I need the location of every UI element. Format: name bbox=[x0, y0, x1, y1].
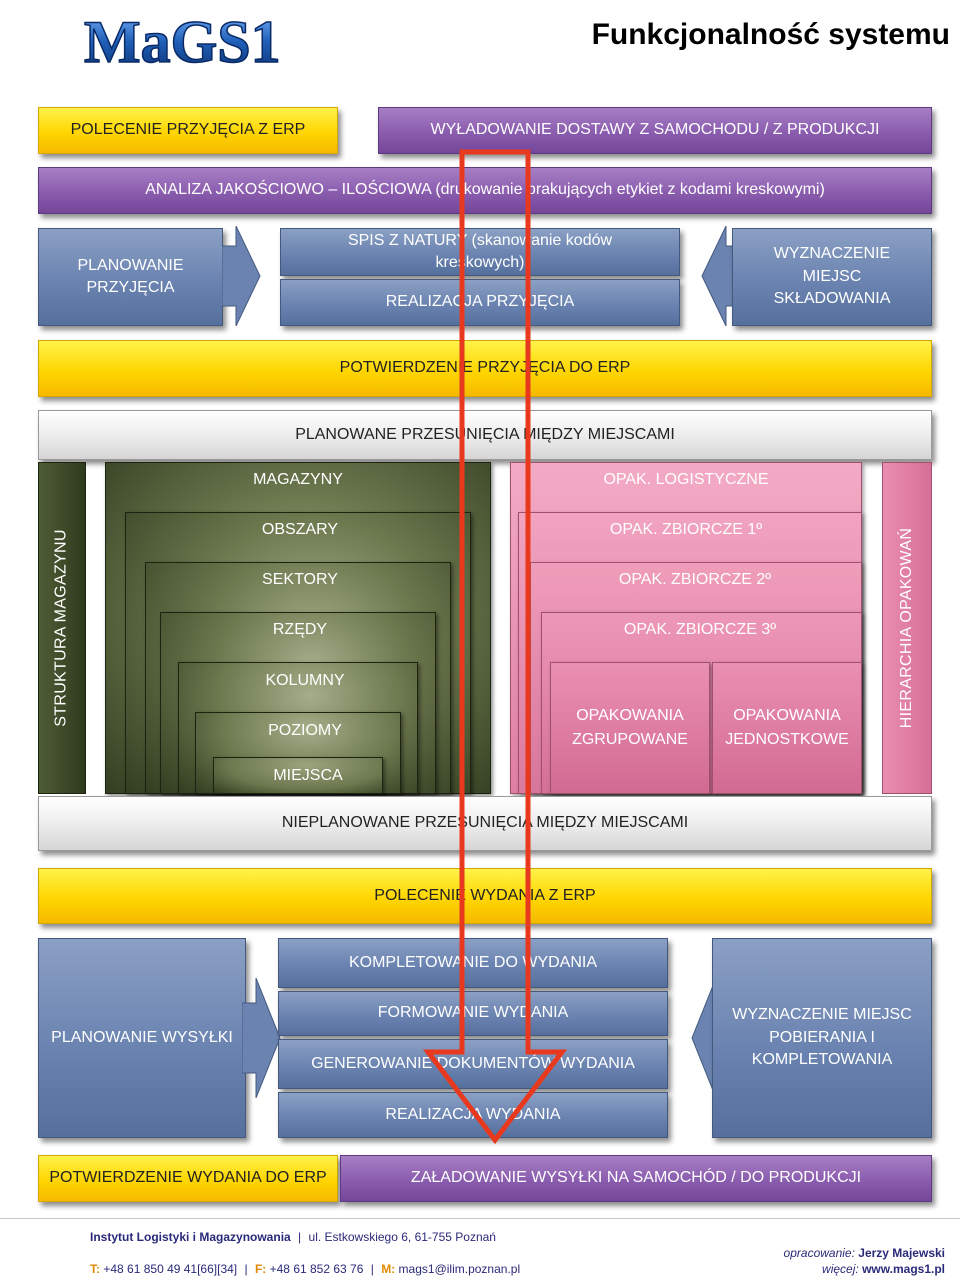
issue-order-box: POLECENIE WYDANIA Z ERP bbox=[38, 868, 932, 924]
footer-institute: Instytut Logistyki i Magazynowania bbox=[90, 1230, 291, 1244]
packaging-hierarchy-side: HIERARCHIA OPAKOWAŃ bbox=[882, 462, 932, 794]
picking-box: KOMPLETOWANIE DO WYDANIA bbox=[278, 938, 668, 988]
author-name: Jerzy Majewski bbox=[858, 1246, 945, 1260]
mail-link[interactable]: mags1@ilim.poznan.pl bbox=[398, 1262, 521, 1276]
receipt-planning-label: PLANOWANIE PRZYJĘCIA bbox=[77, 256, 184, 296]
receipt-planning-box: PLANOWANIE PRZYJĘCIA bbox=[38, 228, 223, 326]
loading-box: ZAŁADOWANIE WYSYŁKI NA SAMOCHÓD / DO PRO… bbox=[340, 1155, 932, 1202]
unplanned-moves-box: NIEPLANOWANE PRZESUNIĘCIA MIĘDZY MIEJSCA… bbox=[38, 796, 932, 851]
footer-address: ul. Estkowskiego 6, 61-755 Poznań bbox=[308, 1230, 496, 1244]
label-sektory: SEKTORY bbox=[262, 571, 338, 588]
level-miejsca bbox=[213, 757, 383, 794]
picking-location-label: WYZNACZENIE MIEJSC POBIERANIA I KOMPLETO… bbox=[732, 1006, 912, 1069]
issue-confirmation-box: POTWIERDZENIE WYDANIA DO ERP bbox=[38, 1155, 338, 1202]
logo-graphic: MaGS1 bbox=[83, 8, 281, 76]
label-opak-grouped: OPAKOWANIA ZGRUPOWANE bbox=[572, 707, 688, 748]
issue-forming-box: FORMOWANIE WYDANIA bbox=[278, 991, 668, 1036]
pack-unit-box bbox=[712, 662, 862, 794]
warehouse-structure-label: STRUKTURA MAGAZYNU bbox=[53, 529, 71, 727]
label-magazyny: MAGAZYNY bbox=[253, 471, 343, 488]
footer-website: więcej: www.mags1.pl bbox=[640, 1262, 945, 1280]
receipt-confirmation-box: POTWIERDZENIE PRZYJĘCIA DO ERP bbox=[38, 340, 932, 397]
phone-label: T: bbox=[90, 1262, 100, 1276]
shipping-planning-box: PLANOWANIE WYSYŁKI bbox=[38, 938, 246, 1138]
label-opak-zbiorcze-2: OPAK. ZBIORCZE 2º bbox=[618, 571, 772, 588]
planned-moves-box: PLANOWANE PRZESUNIĘCIA MIĘDZY MIEJSCAMI bbox=[38, 410, 932, 460]
more-label: więcej: bbox=[822, 1262, 859, 1276]
page-title: Funkcjonalność systemu bbox=[591, 18, 950, 51]
physical-count-label: SPIS Z NATURY (skanowanie kodów kreskowy… bbox=[347, 231, 613, 271]
unloading-box: WYŁADOWANIE DOSTAWY Z SAMOCHODU / Z PROD… bbox=[378, 107, 932, 154]
label-opak-unit: OPAKOWANIA JEDNOSTKOWE bbox=[725, 707, 849, 748]
footer-divider bbox=[0, 1218, 960, 1219]
packaging-hierarchy-label: HIERARCHIA OPAKOWAŃ bbox=[898, 527, 915, 729]
process-flow-arrow bbox=[422, 149, 568, 1145]
footer-line-2: T: +48 61 850 49 41[66][34] | F: +48 61 … bbox=[90, 1262, 650, 1280]
phone-value: +48 61 850 49 41[66][34] bbox=[103, 1262, 238, 1276]
footer-line-1: Instytut Logistyki i Magazynowania | ul.… bbox=[90, 1230, 590, 1248]
label-opak-zbiorcze-3: OPAK. ZBIORCZE 3º bbox=[623, 621, 777, 638]
footer-separator: | bbox=[298, 1230, 302, 1244]
storage-location-label: WYZNACZENIE MIEJSC SKŁADOWANIA bbox=[773, 245, 891, 308]
footer-separator-3: | bbox=[370, 1262, 374, 1276]
warehouse-structure-side: STRUKTURA MAGAZYNU bbox=[38, 462, 86, 794]
picking-location-box: WYZNACZENIE MIEJSC POBIERANIA I KOMPLETO… bbox=[712, 938, 932, 1138]
logo: MaGS1 bbox=[78, 6, 328, 76]
fax-value: +48 61 852 63 76 bbox=[269, 1262, 364, 1276]
quality-analysis-box: ANALIZA JAKOŚCIOWO – ILOŚCIOWA (drukowan… bbox=[38, 167, 932, 214]
logo-text: MaGS1 bbox=[84, 9, 281, 74]
label-rzedy: RZĘDY bbox=[272, 621, 328, 638]
right-arrow-shape bbox=[222, 226, 261, 326]
label-opak-logistyczne: OPAK. LOGISTYCZNE bbox=[603, 471, 769, 488]
receipt-order-box: POLECENIE PRZYJĘCIA Z ERP bbox=[38, 107, 338, 154]
physical-count-box: SPIS Z NATURY (skanowanie kodów kreskowy… bbox=[280, 228, 680, 276]
footer-author: opracowanie: Jerzy Majewski bbox=[640, 1246, 945, 1264]
storage-location-box: WYZNACZENIE MIEJSC SKŁADOWANIA bbox=[732, 228, 932, 326]
label-kolumny: KOLUMNY bbox=[265, 672, 345, 689]
footer-separator-2: | bbox=[244, 1262, 248, 1276]
right-arrow-shape-2 bbox=[242, 978, 281, 1098]
label-miejsca: MIEJSCA bbox=[273, 767, 343, 784]
pack-grouped-box bbox=[550, 662, 710, 794]
website-link[interactable]: www.mags1.pl bbox=[862, 1262, 945, 1276]
prepared-label: opracowanie: bbox=[783, 1246, 855, 1260]
mail-label: M: bbox=[381, 1262, 396, 1276]
label-opak-zbiorcze-1: OPAK. ZBIORCZE 1º bbox=[609, 521, 763, 538]
label-obszary: OBSZARY bbox=[261, 521, 339, 538]
label-poziomy: POZIOMY bbox=[268, 722, 342, 739]
fax-label: F: bbox=[254, 1262, 267, 1276]
